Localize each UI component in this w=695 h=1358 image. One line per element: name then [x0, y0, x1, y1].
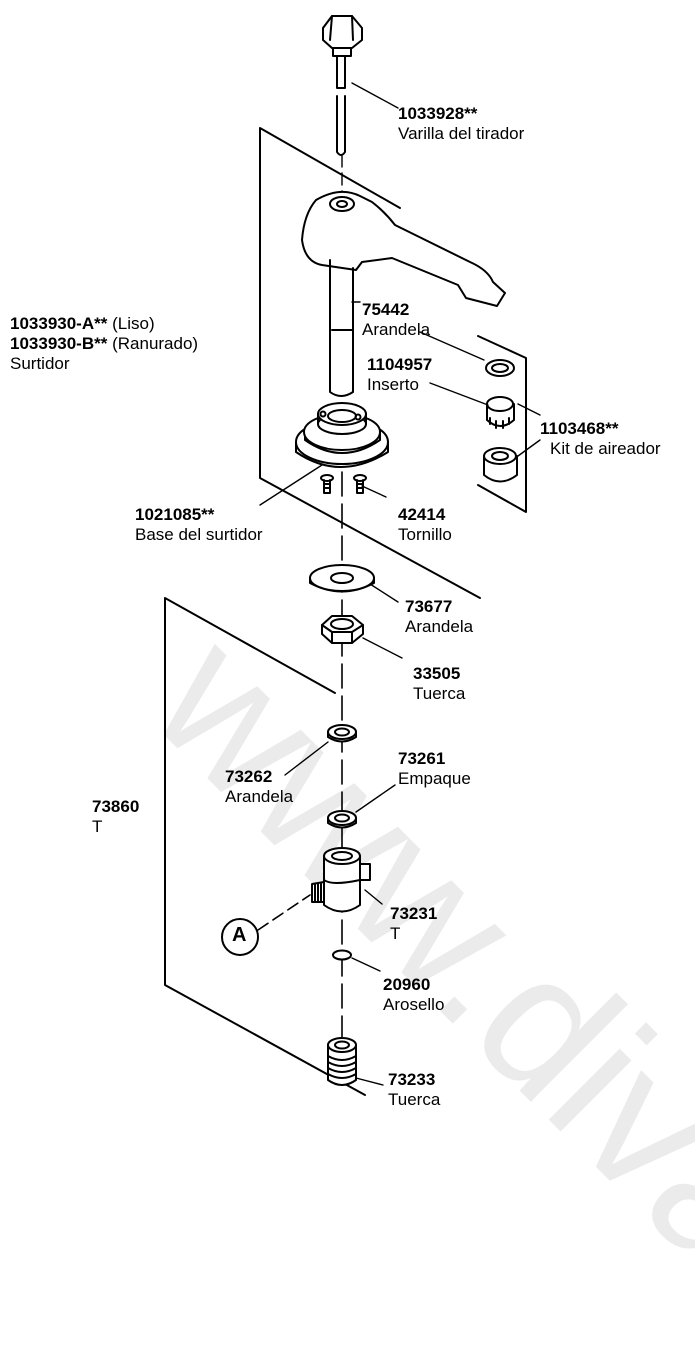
- callout-a-circle: [221, 918, 259, 956]
- part-name: Kit de aireador: [550, 439, 661, 458]
- hex-nut-part: [321, 615, 364, 644]
- part-name: Arandela: [225, 787, 294, 806]
- pull-rod-part: [322, 15, 363, 156]
- part-number: 42414: [398, 505, 446, 524]
- part-number: 1033930-B**: [10, 334, 108, 353]
- part-number: 1033930-A**: [10, 314, 108, 333]
- part-number: 1021085**: [135, 505, 215, 524]
- label-spout-base: 1021085** Base del surtidor: [135, 505, 263, 545]
- aerator-panel-outline: [477, 335, 527, 513]
- part-number: 73231: [390, 904, 438, 923]
- callout-a-label: A: [232, 924, 247, 946]
- label-washer-75442: 75442 Arandela: [362, 300, 430, 340]
- label-o-ring: 20960 Arosello: [383, 975, 444, 1015]
- part-suffix: (Liso): [112, 314, 155, 333]
- part-number: 20960: [383, 975, 431, 994]
- exploded-parts-diagram: [164, 15, 541, 1096]
- part-name: Arandela: [362, 320, 431, 339]
- tee-fitting-part: [311, 847, 371, 913]
- upper-panel-outline: [259, 127, 481, 599]
- part-suffix: (Ranurado): [112, 334, 199, 353]
- leader-lines: [259, 82, 541, 1086]
- part-name: Tuerca: [388, 1090, 441, 1109]
- bottom-nut-part: [327, 1037, 357, 1086]
- part-name: Arosello: [383, 995, 445, 1014]
- part-number: 73677: [405, 597, 453, 616]
- spout-base-part: [295, 402, 389, 468]
- label-washer-73262: 73262 Arandela: [225, 767, 293, 807]
- lower-panel-outline: [164, 597, 366, 1096]
- label-nut-33505: 33505 Tuerca: [413, 664, 465, 704]
- aerator-parts: [483, 359, 518, 483]
- part-number: 75442: [362, 300, 410, 319]
- part-number: 73233: [388, 1070, 436, 1089]
- part-name: Base del surtidor: [135, 525, 263, 544]
- part-name: T: [92, 817, 103, 836]
- large-washer-part: [309, 564, 375, 593]
- spout-part: [301, 190, 506, 397]
- label-spout: 1033930-A** (Liso) 1033930-B** (Ranurado…: [10, 314, 198, 374]
- part-number: 33505: [413, 664, 461, 683]
- part-name: Inserto: [367, 375, 419, 394]
- part-number: 73262: [225, 767, 273, 786]
- part-name: Arandela: [405, 617, 474, 636]
- label-screw: 42414 Tornillo: [398, 505, 452, 545]
- label-tee: 73231 T: [390, 904, 437, 944]
- label-tee-group: 73860 T: [92, 797, 139, 837]
- part-number: 73860: [92, 797, 140, 816]
- part-number: 1103468**: [540, 419, 619, 438]
- o-ring-part: [332, 949, 352, 961]
- gasket-part: [327, 810, 357, 829]
- part-name: Surtidor: [10, 354, 70, 373]
- part-name: Tuerca: [413, 684, 466, 703]
- label-washer-73677: 73677 Arandela: [405, 597, 473, 637]
- part-name: Varilla del tirador: [398, 124, 525, 143]
- part-name: T: [390, 924, 401, 943]
- small-washer-part: [327, 724, 357, 743]
- label-nut-73233: 73233 Tuerca: [388, 1070, 440, 1110]
- part-number: 1033928**: [398, 104, 478, 123]
- callout-a-leader: [257, 894, 311, 931]
- part-name: Tornillo: [398, 525, 452, 544]
- part-name: Empaque: [398, 769, 471, 788]
- label-gasket: 73261 Empaque: [398, 749, 471, 789]
- label-aerator-kit: 1103468** Kit de aireador: [540, 419, 661, 459]
- part-number: 73261: [398, 749, 446, 768]
- label-pull-rod: 1033928** Varilla del tirador: [398, 104, 524, 144]
- part-number: 1104957: [367, 355, 433, 374]
- screw-parts: [320, 474, 367, 494]
- label-insert: 1104957 Inserto: [367, 355, 432, 395]
